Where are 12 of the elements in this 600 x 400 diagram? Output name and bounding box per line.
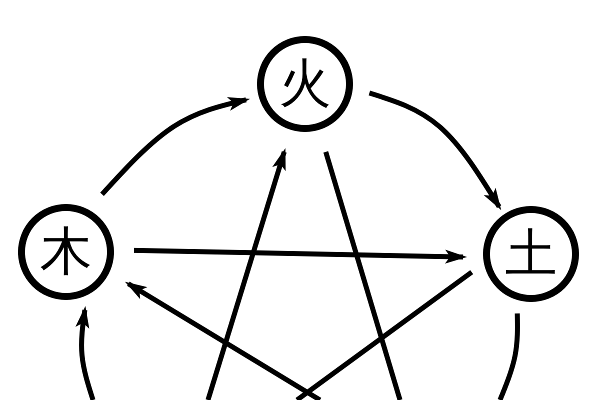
arrow bbox=[124, 282, 322, 400]
arrow bbox=[75, 306, 96, 400]
connector-line bbox=[323, 151, 402, 400]
arrow bbox=[368, 90, 502, 210]
character-label: 木 bbox=[40, 226, 92, 278]
character-label: 火 bbox=[279, 58, 331, 110]
connector-line bbox=[296, 270, 474, 400]
arrow bbox=[100, 97, 250, 196]
arrow bbox=[134, 248, 468, 264]
character-label: 土 bbox=[505, 228, 557, 280]
arrow bbox=[206, 148, 287, 400]
connector-line bbox=[498, 313, 520, 400]
